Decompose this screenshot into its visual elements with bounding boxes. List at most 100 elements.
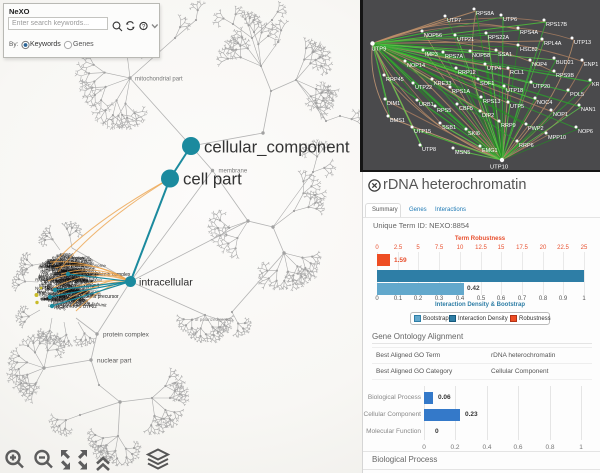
svg-text:complex: complex [72, 276, 89, 282]
svg-text:precursor: precursor [60, 268, 82, 277]
svg-text:SSB1: SSB1 [442, 125, 456, 131]
svg-text:processome: processome [56, 288, 80, 294]
svg-text:preribosome: preribosome [66, 299, 94, 309]
svg-text:NOP4: NOP4 [41, 267, 55, 274]
svg-text:precursor: precursor [45, 278, 67, 285]
svg-text:90S preribosome: 90S preribosome [47, 260, 80, 267]
svg-text:UTP21: UTP21 [457, 37, 474, 43]
svg-text:preribosome: preribosome [60, 288, 88, 296]
svg-text:RRP5: RRP5 [54, 305, 67, 311]
svg-text:RNP complex: RNP complex [40, 293, 68, 302]
svg-text:NOP6: NOP6 [578, 129, 593, 135]
svg-text:UTP4: UTP4 [487, 66, 501, 72]
svg-text:HSC82: HSC82 [520, 47, 538, 53]
svg-text:RPL4A: RPL4A [47, 283, 61, 290]
svg-text:RPS1A: RPS1A [71, 266, 85, 273]
svg-text:MPP10: MPP10 [548, 135, 566, 141]
svg-text:RPS1A: RPS1A [60, 252, 74, 257]
svg-text:export complex: export complex [39, 292, 69, 302]
svg-text:RPS7A: RPS7A [68, 278, 85, 284]
svg-text:UTP20: UTP20 [533, 84, 550, 90]
svg-text:RPS1A: RPS1A [37, 290, 51, 297]
svg-text:UTP complex: UTP complex [39, 269, 69, 279]
svg-text:preribosome: preribosome [41, 276, 70, 283]
svg-text:snoRNA: snoRNA [56, 253, 73, 258]
svg-text:RPL4A: RPL4A [74, 277, 89, 283]
svg-text:EMG1: EMG1 [482, 148, 498, 154]
svg-text:RPS7A: RPS7A [39, 276, 54, 282]
svg-text:NOP4: NOP4 [69, 269, 81, 275]
svg-text:DIM1: DIM1 [387, 101, 400, 107]
svg-text:RPS13: RPS13 [483, 99, 500, 105]
svg-text:RPS9B: RPS9B [556, 73, 574, 79]
svg-text:ribosome subunit: ribosome subunit [45, 284, 80, 292]
svg-text:90S preribosome: 90S preribosome [54, 265, 86, 272]
svg-text:SSU: SSU [53, 271, 62, 276]
svg-text:intracellular: intracellular [139, 277, 193, 289]
svg-text:NOP56: NOP56 [55, 277, 72, 285]
svg-text:ribosome subunit: ribosome subunit [57, 263, 91, 273]
svg-text:nucleolar RNP: nucleolar RNP [66, 283, 96, 289]
svg-text:BMS1: BMS1 [390, 118, 405, 124]
svg-text:RPS7A: RPS7A [43, 277, 57, 284]
svg-text:ribonucleoprotein complex: ribonucleoprotein complex [72, 272, 131, 278]
svg-text:NOP1: NOP1 [553, 112, 568, 118]
svg-text:UTP8: UTP8 [422, 147, 436, 153]
svg-text:RRP12: RRP12 [458, 70, 476, 76]
svg-text:NOP56: NOP56 [72, 290, 89, 298]
svg-text:RPS17B: RPS17B [546, 22, 567, 28]
svg-text:NOC4: NOC4 [537, 100, 552, 106]
svg-text:preribosome: preribosome [38, 274, 64, 279]
svg-text:UTP18: UTP18 [506, 88, 523, 94]
svg-text:maturation: maturation [47, 287, 69, 294]
svg-text:precursor: precursor [38, 271, 59, 280]
svg-text:URB1: URB1 [419, 102, 434, 108]
svg-text:RPL4A: RPL4A [53, 293, 67, 299]
svg-text:precursor: precursor [71, 268, 90, 276]
svg-text:RRP5: RRP5 [75, 278, 88, 285]
svg-text:RPS5: RPS5 [437, 108, 451, 114]
svg-text:SSU: SSU [56, 280, 65, 285]
svg-text:UTP7: UTP7 [447, 18, 461, 24]
svg-text:small subunit: small subunit [38, 265, 68, 275]
svg-text:UTP15: UTP15 [414, 129, 431, 135]
svg-text:RRP5: RRP5 [50, 260, 64, 267]
svg-text:NOP56: NOP56 [46, 263, 61, 270]
svg-text:NOP56: NOP56 [424, 33, 442, 39]
svg-text:NOP56: NOP56 [54, 263, 68, 268]
svg-text:ribosome subunit: ribosome subunit [57, 253, 92, 262]
svg-text:RRP12: RRP12 [64, 287, 81, 295]
svg-text:ribosome subunit: ribosome subunit [48, 295, 84, 303]
svg-text:SSU: SSU [40, 269, 49, 275]
svg-text:export complex: export complex [51, 274, 81, 284]
svg-text:SSU: SSU [68, 275, 77, 280]
svg-text:RRP5: RRP5 [71, 263, 85, 269]
svg-text:large subunit: large subunit [70, 261, 97, 271]
svg-text:DIP2: DIP2 [482, 113, 494, 119]
svg-text:NOP4: NOP4 [532, 62, 547, 68]
svg-text:NOP4: NOP4 [73, 263, 85, 269]
svg-text:RRP5: RRP5 [65, 278, 78, 284]
svg-text:large subunit: large subunit [47, 285, 77, 295]
svg-text:protein complex: protein complex [103, 332, 150, 339]
svg-text:export complex: export complex [52, 268, 83, 274]
svg-text:NOP56: NOP56 [42, 261, 57, 266]
svg-text:large subunit: large subunit [37, 289, 63, 298]
svg-text:RPS8A: RPS8A [476, 11, 494, 17]
svg-text:nucleolar RNP: nucleolar RNP [45, 272, 72, 281]
svg-text:90S preribosome: 90S preribosome [59, 254, 91, 263]
svg-text:NOP56: NOP56 [35, 286, 51, 291]
svg-text:e of polarized growth: e of polarized growth [191, 317, 233, 322]
svg-text:mitochondrial part: mitochondrial part [135, 77, 183, 83]
svg-text:MSN5: MSN5 [455, 150, 470, 156]
svg-text:PWP2: PWP2 [528, 126, 544, 132]
svg-text:small subunit: small subunit [51, 276, 78, 286]
svg-text:NOP4: NOP4 [55, 278, 70, 286]
svg-text:BUD21: BUD21 [556, 60, 574, 66]
svg-text:export complex: export complex [53, 301, 86, 308]
svg-text:UTP complex: UTP complex [52, 267, 83, 275]
svg-text:nuclear part: nuclear part [97, 358, 132, 365]
svg-text:RPL4A: RPL4A [39, 262, 56, 270]
svg-text:RPS7A: RPS7A [46, 293, 63, 301]
svg-text:precursor: precursor [52, 270, 74, 279]
